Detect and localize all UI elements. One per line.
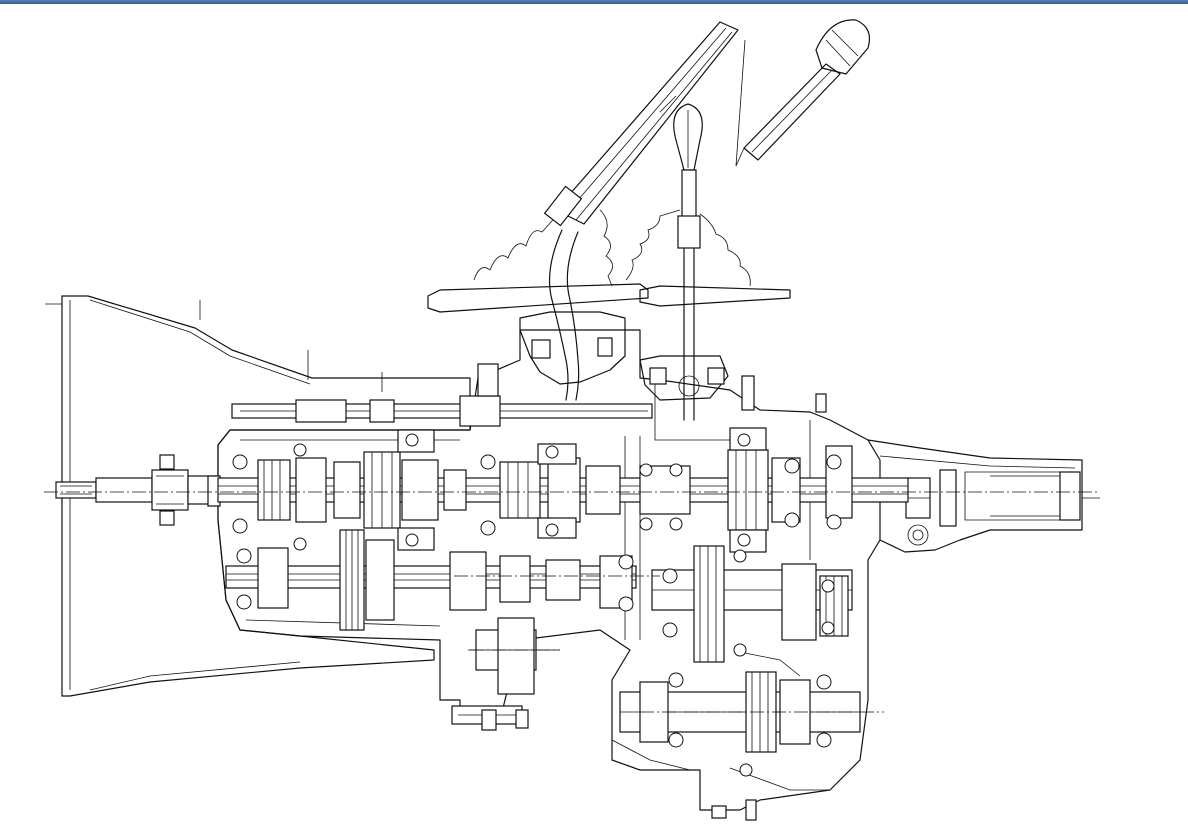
gear-1st (257, 459, 291, 521)
shift-rail (231, 363, 653, 427)
shift-tower (519, 311, 827, 413)
shift-knob-icon (673, 103, 703, 421)
fasteners (481, 497, 1100, 821)
window-title-bar (0, 0, 1188, 4)
drawing-canvas (0, 4, 1188, 833)
lever-inset-icon (735, 19, 871, 167)
reverse-idler (451, 617, 560, 725)
main-shaft (217, 427, 909, 553)
rear-extension-housing (867, 439, 1083, 553)
rubber-boot-right (625, 209, 791, 307)
bearings (232, 433, 842, 777)
input-shaft (55, 454, 221, 526)
centre-lines (44, 491, 1100, 713)
gear-lever-icon (543, 21, 739, 401)
transfer-section (611, 545, 861, 791)
gear-2nd (295, 457, 327, 523)
transmission-cross-section (44, 19, 1100, 821)
rubber-boot-left (427, 209, 649, 313)
